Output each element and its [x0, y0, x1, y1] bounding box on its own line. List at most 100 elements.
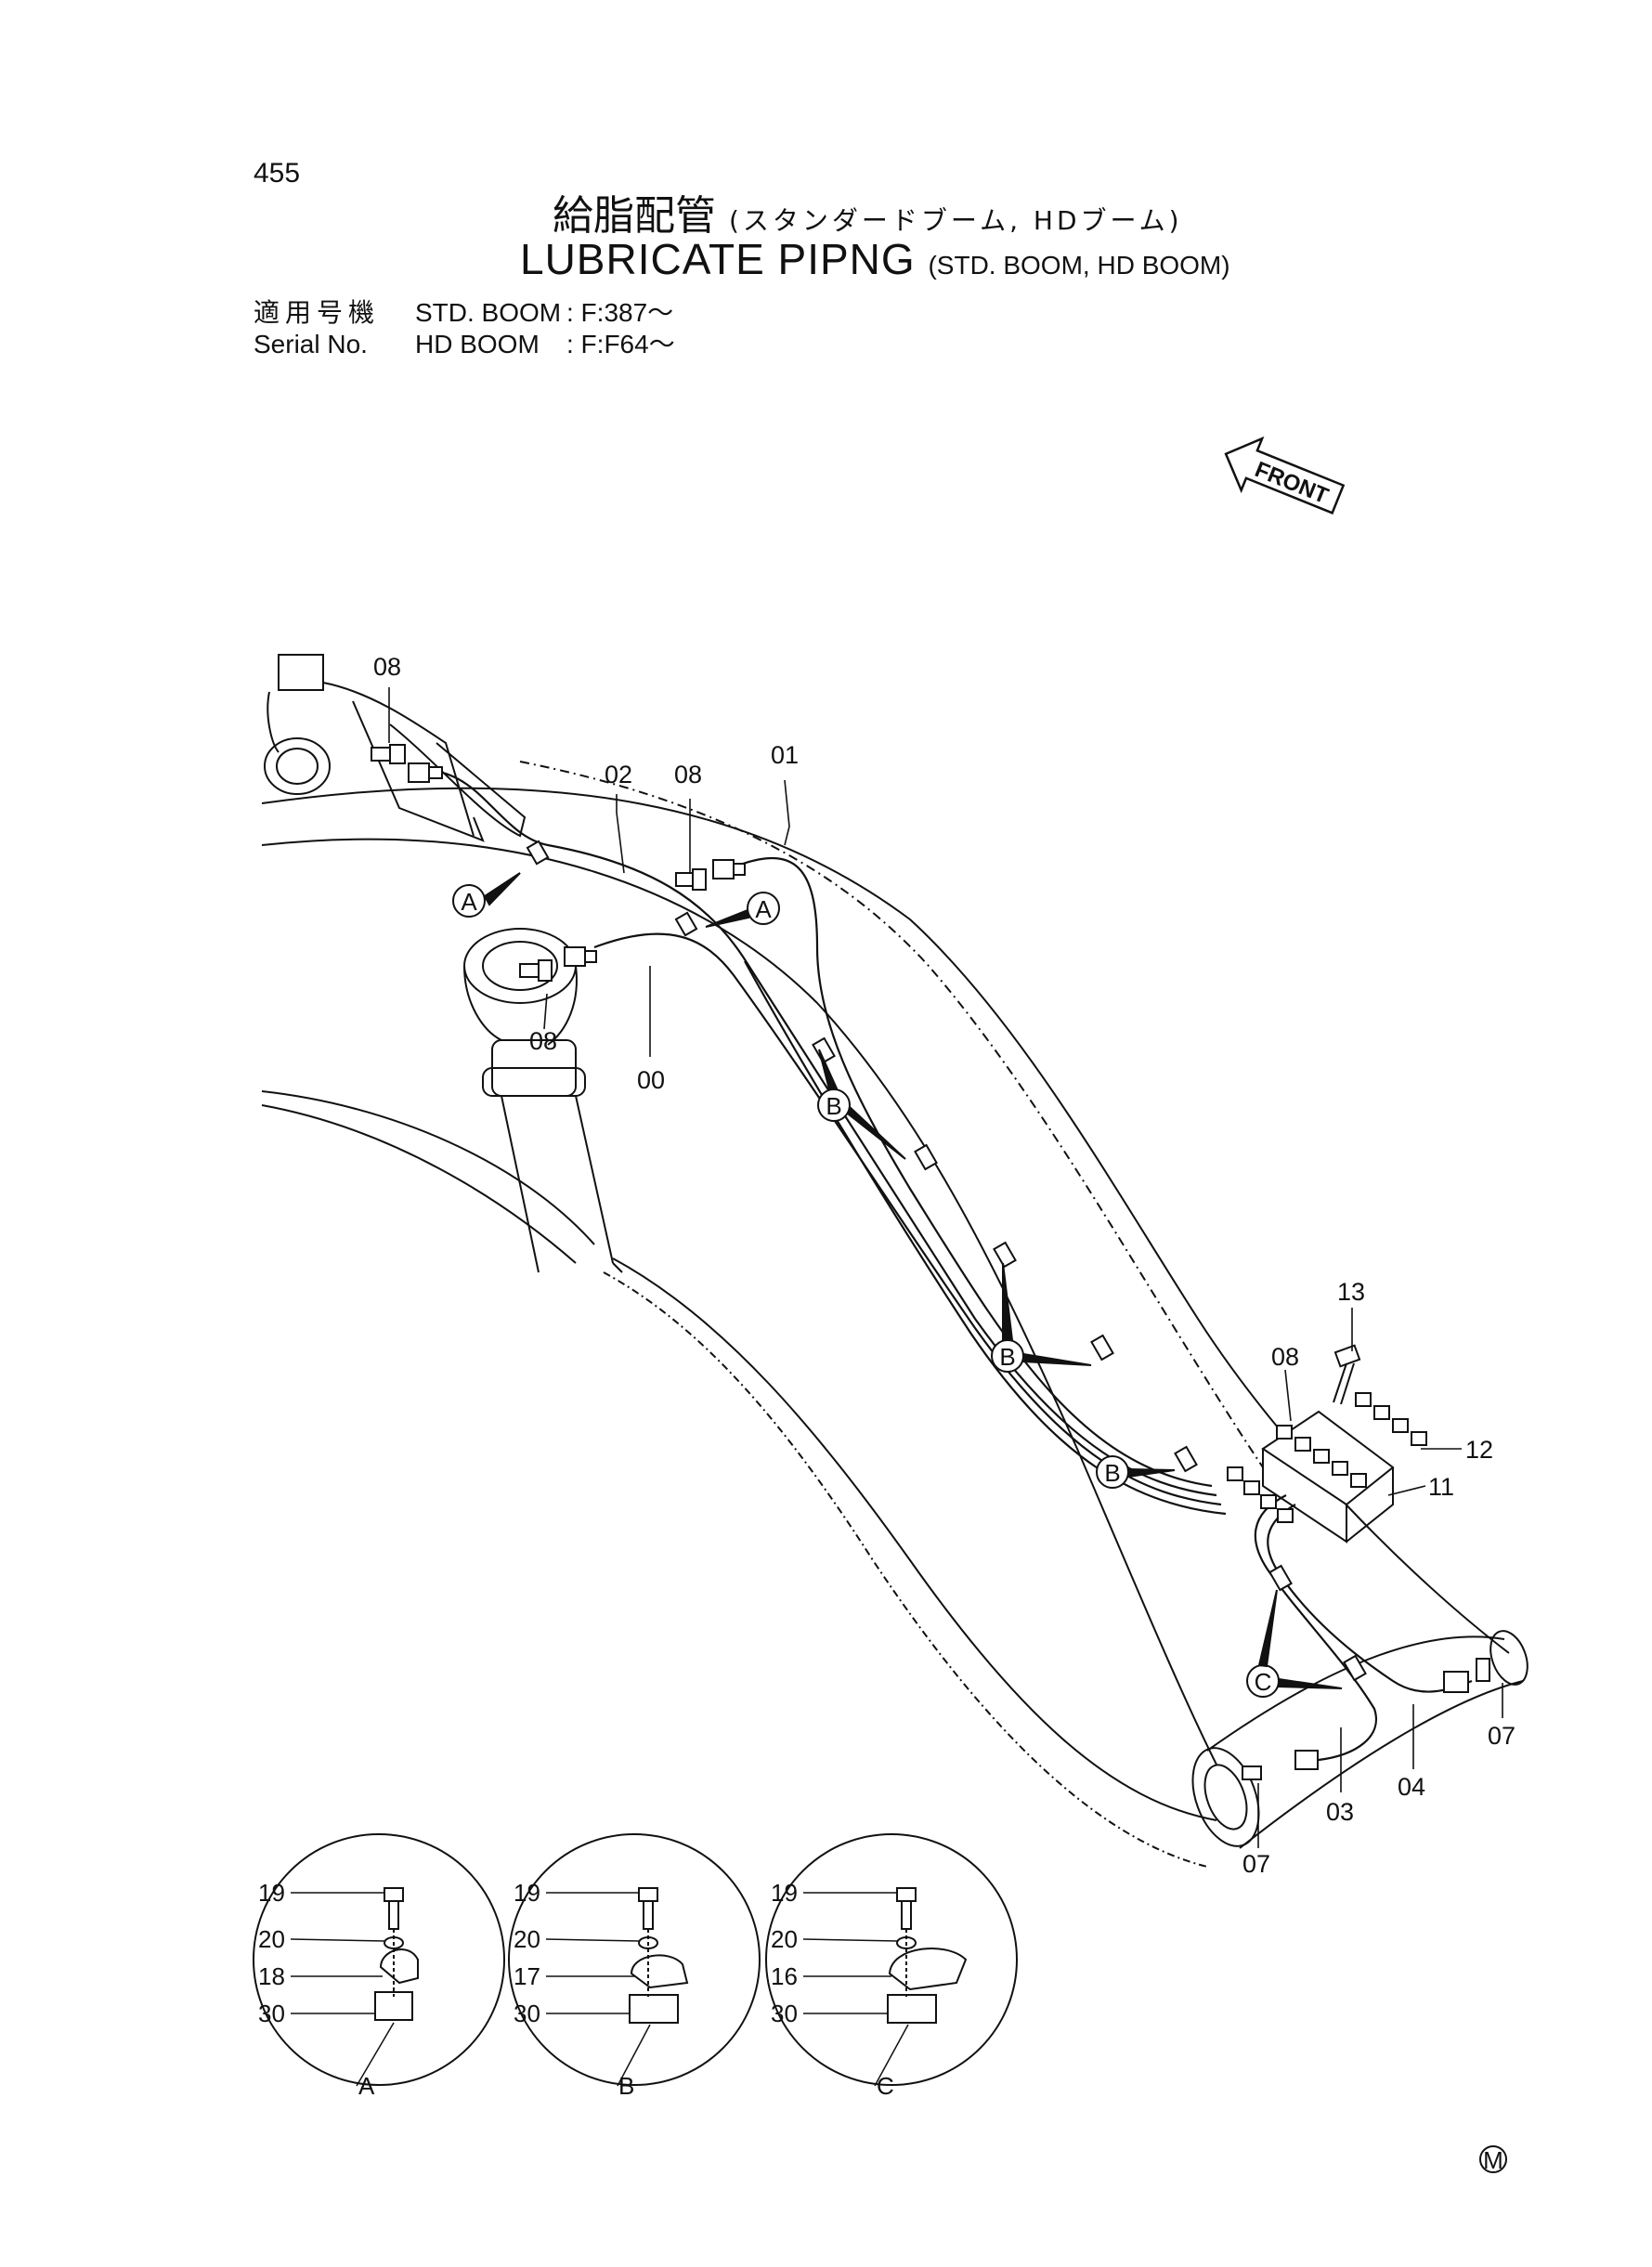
part-label-00: 00: [637, 1066, 665, 1094]
detail-b-part-20: 20: [514, 1925, 540, 1953]
fitting-icon: [408, 762, 443, 783]
boom-outline: [261, 761, 1528, 1868]
clamp-icon: [1090, 1334, 1114, 1362]
leader-lines: [388, 687, 1503, 1848]
clamp-icon: [526, 840, 550, 866]
part-label-11: 11: [1428, 1473, 1454, 1501]
clamp-icon: [914, 1143, 938, 1171]
detail-a-part-20: 20: [258, 1925, 285, 1953]
pipe-clamps: [526, 840, 1367, 1682]
part-label-03: 03: [1326, 1798, 1354, 1826]
bolt-icon: [384, 1887, 404, 1930]
callout-c: C: [1246, 1589, 1343, 1698]
corner-mark-icon: M: [1479, 2145, 1507, 2174]
title-english-sub: (STD. BOOM, HD BOOM): [928, 251, 1230, 280]
detail-b-label: B: [618, 2072, 634, 2100]
part-label-07: 07: [1242, 1850, 1270, 1878]
serial-label-japanese: 適用号機: [254, 297, 381, 328]
part-label-02: 02: [605, 761, 632, 788]
clamp-icon: [888, 1948, 968, 1991]
part-label-04: 04: [1398, 1773, 1425, 1801]
bolt-icon: [638, 1887, 658, 1930]
title-japanese-sub: (スタンダードブーム, HDブーム): [729, 205, 1183, 236]
detail-a-part-30: 30: [258, 2000, 285, 2027]
part-label-07: 07: [1488, 1722, 1515, 1750]
title-japanese-main: 給脂配管: [553, 192, 716, 240]
part-labels: 08 02 08 01 08 00 13 08 12 11 04 03 07 0…: [373, 653, 1515, 1878]
detail-b-part-19: 19: [514, 1879, 540, 1907]
callout-markers: A A B B B C: [452, 872, 1343, 1698]
detail-c-part-20: 20: [771, 1925, 798, 1953]
serial-label-english: Serial No.: [254, 330, 368, 358]
clamp-icon: [1343, 1654, 1367, 1682]
clamp-icon: [379, 1948, 419, 1985]
part-label-01: 01: [771, 741, 799, 769]
callout-b-3-label: B: [1104, 1459, 1120, 1487]
fitting-icon: [564, 946, 597, 967]
title-english: LUBRICATE PIPNG (STD. BOOM, HD BOOM): [520, 234, 1230, 284]
boom-cylinder: [463, 928, 623, 1273]
detail-a-label: A: [358, 2072, 375, 2100]
detail-c-label: C: [877, 2072, 894, 2100]
front-arrow-icon: FRONT: [1224, 436, 1346, 515]
detail-b: 19 20 17 30 B: [508, 1833, 761, 2100]
part-label-12: 12: [1465, 1436, 1493, 1464]
callout-b-3: B: [1096, 1455, 1176, 1489]
grease-nipple-icon: [371, 744, 406, 764]
clamp-icon: [1268, 1564, 1293, 1592]
callout-a-1-label: A: [461, 888, 477, 916]
serial-range-std-boom: : F:387～: [566, 298, 674, 327]
detail-a-part-18: 18: [258, 1962, 285, 1990]
detail-c-part-30: 30: [771, 2000, 798, 2027]
fittings: [371, 744, 1490, 1780]
fitting-icon: [1443, 1671, 1469, 1693]
callout-c-label: C: [1255, 1668, 1272, 1696]
part-label-13: 13: [1337, 1278, 1365, 1306]
bolt-icon: [1333, 1344, 1361, 1405]
grease-nipple-icon: [675, 868, 707, 891]
part-label-08: 08: [674, 761, 702, 788]
callout-b-1: B: [817, 1049, 906, 1160]
plate-icon: [629, 1994, 679, 2024]
callout-b-2-label: B: [999, 1343, 1015, 1371]
callout-a-2-label: A: [755, 895, 772, 923]
fitting-icon: [712, 859, 746, 879]
clamp-icon: [674, 911, 698, 937]
grease-nipple-icon: [1242, 1765, 1262, 1780]
clamp-icon: [993, 1241, 1017, 1269]
detail-b-part-17: 17: [514, 1962, 540, 1990]
fitting-icon: [1294, 1750, 1319, 1770]
serial-model-hd-boom: HD BOOM: [415, 330, 540, 358]
callout-b-2: B: [991, 1262, 1092, 1373]
lubrication-pipes: [431, 769, 1473, 1762]
boom-foot: [264, 654, 527, 842]
bolt-icon: [896, 1887, 917, 1930]
grease-nipple-icon: [519, 959, 553, 982]
part-label-08: 08: [1271, 1343, 1299, 1371]
plate-icon: [887, 1994, 937, 2024]
distributor-block: [1227, 1344, 1427, 1544]
page-number: 455: [254, 158, 301, 189]
corner-mark-label: M: [1483, 2146, 1503, 2174]
clamp-icon: [630, 1954, 689, 1989]
clamp-icon: [1174, 1445, 1198, 1473]
detail-b-part-30: 30: [514, 2000, 540, 2027]
detail-c: 19 20 16 30 C: [765, 1833, 1018, 2100]
detail-c-part-19: 19: [771, 1879, 798, 1907]
detail-a: 19 20 18 30 A: [253, 1833, 505, 2100]
detail-a-part-19: 19: [258, 1879, 285, 1907]
title-japanese: 給脂配管 (スタンダードブーム, HDブーム): [553, 182, 1183, 241]
serial-range-hd-boom: : F:F64～: [566, 330, 675, 358]
grease-nipple-icon: [1476, 1658, 1490, 1682]
callout-b-1-label: B: [826, 1092, 841, 1120]
clamp-icon: [812, 1036, 836, 1064]
part-label-08: 08: [529, 1027, 557, 1055]
callout-a-2: A: [705, 892, 780, 928]
callout-a-1: A: [452, 872, 521, 918]
serial-model-std-boom: STD. BOOM: [415, 298, 562, 327]
part-label-08: 08: [373, 653, 401, 681]
title-english-main: LUBRICATE PIPNG: [520, 235, 916, 283]
detail-c-part-16: 16: [771, 1962, 798, 1990]
nipple-row-icon: [1227, 1392, 1427, 1523]
